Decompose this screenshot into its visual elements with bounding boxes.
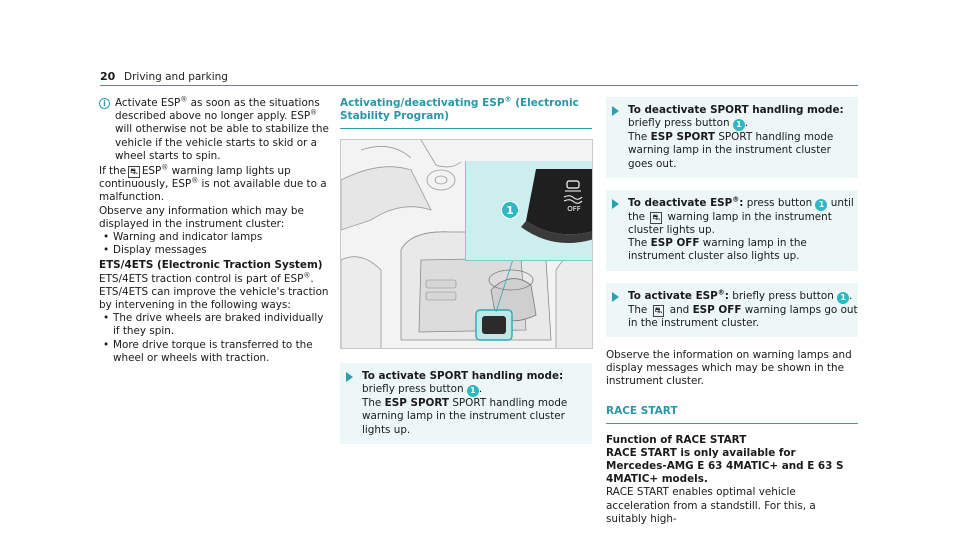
ets-paragraph-1: ETS/4ETS traction control is part of ESP… <box>99 271 314 285</box>
info-icon: i <box>99 98 110 109</box>
esp-off-lamp-icon: ⛐ <box>652 304 665 317</box>
page-header: 20 Driving and parking <box>100 70 858 86</box>
step-arrow-icon <box>612 106 619 116</box>
step-arrow-icon <box>612 198 619 209</box>
esp-warning-paragraph: If the⛐ESP® warning lamp lights up conti… <box>99 163 327 204</box>
step-arrow-icon <box>612 291 619 302</box>
step-activate-sport: To activate SPORT handling mode: briefly… <box>340 363 592 444</box>
list-item: More drive torque is transferred to the … <box>99 339 329 365</box>
step-activate-esp: To activate ESP®: briefly press button 1… <box>606 282 858 338</box>
race-start-description: RACE START enables optimal vehicle accel… <box>606 486 816 525</box>
center-console-figure: OFF 1 <box>340 139 593 349</box>
button-1-ref: 1 <box>466 385 479 398</box>
observe-lamps-paragraph: Observe the information on warning lamps… <box>606 349 852 388</box>
button-detail-inset: OFF 1 <box>465 161 592 261</box>
observe-list: Warning and indicator lamps Display mess… <box>99 231 329 258</box>
column-middle: Activating/deactivating ESP® (Electronic… <box>340 96 593 456</box>
observe-paragraph: Observe any information which may be dis… <box>99 204 304 230</box>
chapter-title: Driving and parking <box>124 71 228 83</box>
button-1-ref: 1 <box>732 119 745 132</box>
list-item: The drive wheels are braked individually… <box>99 312 329 338</box>
step-arrow-icon <box>346 372 353 382</box>
esp-section-title: Activating/deactivating ESP® (Electronic… <box>340 96 592 129</box>
button-1-ref: 1 <box>815 198 828 211</box>
race-start-function-heading: Function of RACE START <box>606 433 747 446</box>
ets-heading: ETS/4ETS (Electronic Traction System) <box>99 259 323 272</box>
step-deactivate-esp: To deactivate ESP®: press button 1 until… <box>606 189 858 271</box>
list-item: Display messages <box>99 244 329 257</box>
esp-off-lamp-icon: ⛐ <box>650 211 663 224</box>
skid-car-icon: ⛐ <box>128 166 140 179</box>
ets-paragraph-2: ETS/4ETS can improve the vehicle's tract… <box>99 285 329 312</box>
step-deactivate-sport: To deactivate SPORT handling mode: brief… <box>606 97 858 178</box>
info-note: i Activate ESP® as soon as the situation… <box>99 96 329 163</box>
column-left: i Activate ESP® as soon as the situation… <box>99 96 329 365</box>
list-item: Warning and indicator lamps <box>99 231 329 244</box>
ets-list: The drive wheels are braked individually… <box>99 312 329 365</box>
button-1-ref: 1 <box>837 291 850 304</box>
off-label: OFF <box>567 205 581 213</box>
page-number: 20 <box>100 70 116 83</box>
esp-button-closeup: OFF <box>521 169 592 243</box>
column-right: To deactivate SPORT handling mode: brief… <box>606 97 858 526</box>
race-start-title: RACE START <box>606 405 858 424</box>
race-start-availability: RACE START is only available for Mercede… <box>606 446 844 486</box>
callout-1: 1 <box>501 201 519 219</box>
